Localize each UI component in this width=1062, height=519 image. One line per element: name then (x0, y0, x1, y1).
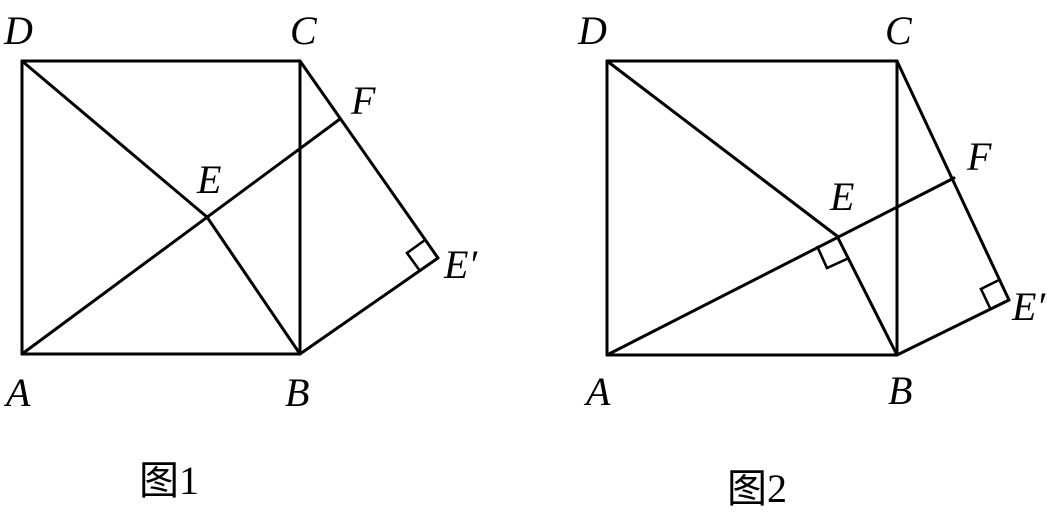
fig2-label-d: D (577, 8, 607, 53)
fig2-segment-eb (835, 234, 899, 357)
fig1-label-e-prime: E′ (443, 242, 478, 287)
fig1-segment-ce-prime (298, 59, 440, 260)
figure-2: D C F E E′ A B 图2 (577, 8, 1046, 511)
fig1-label-f: F (350, 78, 376, 123)
fig1-label-a: A (3, 370, 31, 415)
fig2-right-angle-mark-e-prime (979, 278, 1000, 309)
fig2-caption: 图2 (727, 466, 787, 511)
fig1-right-angle-mark (405, 238, 426, 272)
fig2-label-e-prime: E′ (1011, 284, 1046, 329)
fig1-segment-de (20, 59, 209, 219)
fig1-label-c: C (290, 8, 318, 53)
fig1-label-b: B (285, 370, 309, 415)
figure-1: D C F E E′ A B 图1 (3, 8, 478, 503)
fig2-label-c: C (885, 8, 913, 53)
fig2-right-angle-mark-e (815, 245, 850, 270)
fig1-label-e: E (196, 157, 221, 202)
fig1-segment-eb (205, 215, 302, 356)
fig1-segment-af (20, 117, 342, 356)
fig1-label-d: D (3, 8, 33, 53)
fig2-segment-be-prime (895, 298, 1011, 357)
fig1-caption: 图1 (139, 458, 199, 503)
fig2-label-f: F (966, 134, 992, 179)
fig2-label-b: B (888, 368, 912, 413)
fig1-square-abcd (20, 59, 302, 356)
fig2-segment-ce-prime (895, 59, 1011, 302)
fig1-segment-be-prime (298, 256, 440, 356)
fig2-segment-de (605, 59, 839, 238)
fig2-label-e: E (829, 174, 854, 219)
fig2-segment-af (605, 176, 956, 357)
fig2-label-a: A (583, 369, 611, 414)
